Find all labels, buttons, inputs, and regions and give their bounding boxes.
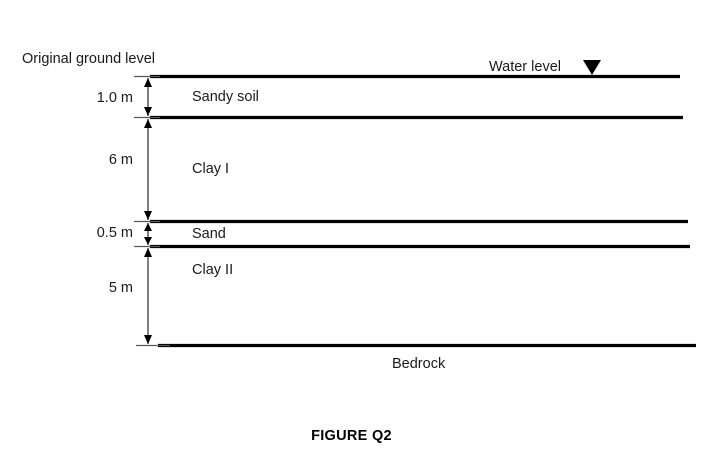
arrowhead-clay2-top bbox=[144, 248, 152, 257]
thickness-label-clay-2: 5 m bbox=[108, 280, 133, 296]
layer-label-clay-1: Clay I bbox=[192, 161, 230, 177]
arrowhead-clay1-bottom bbox=[144, 211, 152, 220]
arrowhead-sandy-soil-top bbox=[144, 78, 152, 87]
thickness-label-sand: 0.5 m bbox=[96, 225, 133, 241]
arrowhead-clay2-bottom bbox=[144, 335, 152, 344]
water-level-triangle-icon bbox=[583, 60, 601, 75]
thickness-label-sandy-soil: 1.0 m bbox=[96, 90, 133, 106]
figure-caption: FIGURE Q2 bbox=[311, 428, 392, 444]
layer-label-sand: Sand bbox=[192, 226, 226, 242]
arrowhead-clay1-top bbox=[144, 119, 152, 128]
water-level-label: Water level bbox=[489, 59, 561, 75]
bedrock-label: Bedrock bbox=[392, 356, 446, 372]
arrowhead-sand-bottom bbox=[144, 237, 152, 245]
thickness-label-clay-1: 6 m bbox=[108, 152, 133, 168]
arrowhead-sand-top bbox=[144, 223, 152, 231]
arrowhead-sandy-soil-bottom bbox=[144, 107, 152, 116]
layer-label-clay-2: Clay II bbox=[192, 262, 234, 278]
original-ground-level-label: Original ground level bbox=[22, 51, 155, 67]
layer-label-sandy-soil: Sandy soil bbox=[192, 89, 259, 105]
